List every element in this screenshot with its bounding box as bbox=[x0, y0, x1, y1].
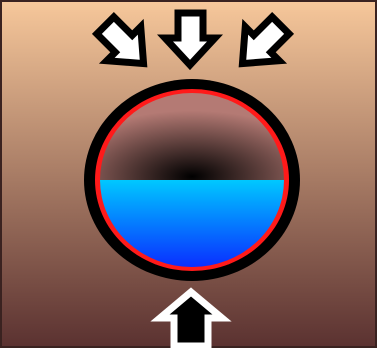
orb bbox=[84, 79, 300, 281]
